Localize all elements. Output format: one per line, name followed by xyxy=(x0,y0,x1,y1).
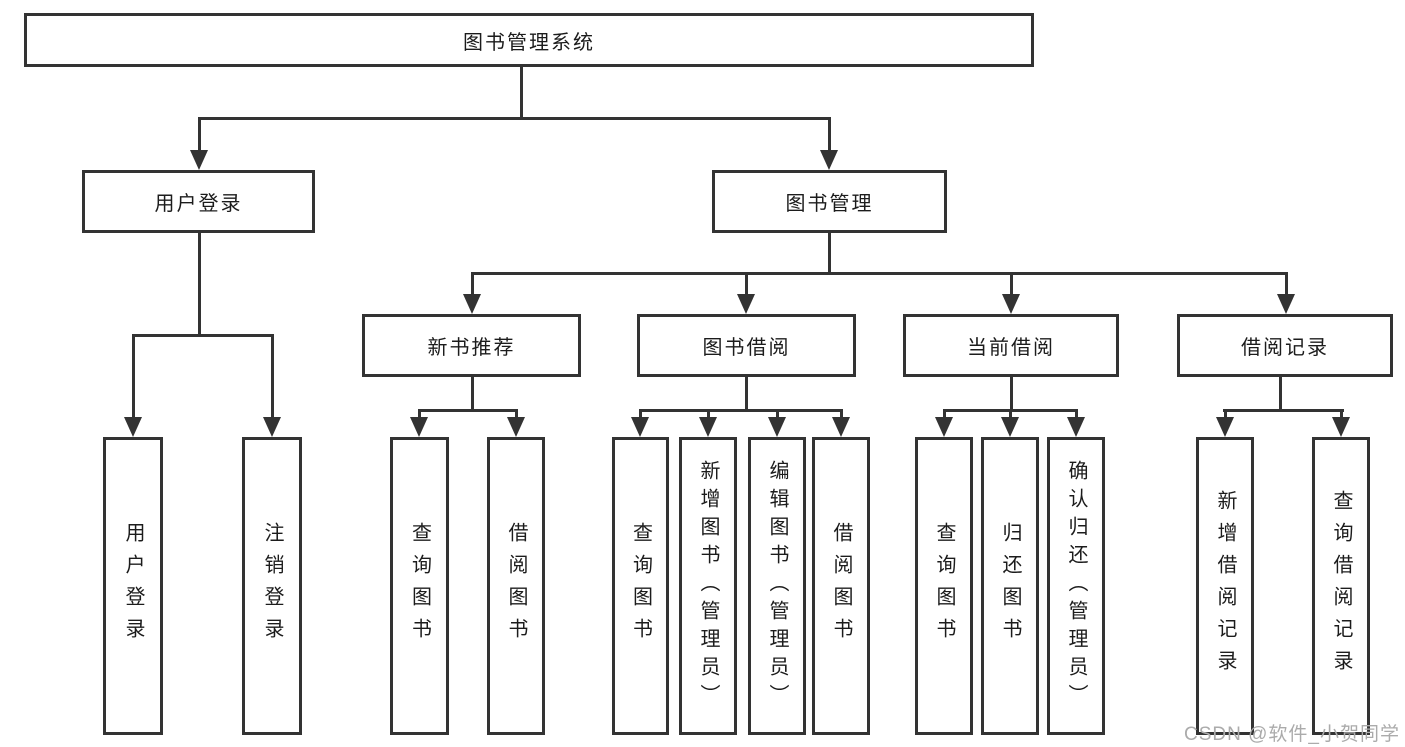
node-label: 用户登录 xyxy=(122,522,144,650)
arrow-down-icon xyxy=(1332,417,1350,437)
arrow-down-icon xyxy=(737,294,755,314)
arrow-down-icon xyxy=(1001,417,1019,437)
connector-line xyxy=(470,273,474,296)
node-label: 新增借阅记录 xyxy=(1214,490,1236,682)
node-leaf-user-login: 用户登录 xyxy=(103,437,163,735)
connector-line xyxy=(197,233,201,337)
node-current-borrow: 当前借阅 xyxy=(903,314,1119,377)
node-leaf-logout: 注销登录 xyxy=(242,437,302,735)
node-label: 归还图书 xyxy=(999,522,1021,650)
arrow-down-icon xyxy=(935,417,953,437)
node-label: 借阅图书 xyxy=(505,522,527,650)
node-label: 注销登录 xyxy=(261,522,283,650)
connector-line xyxy=(1074,410,1078,419)
connector-line xyxy=(744,273,748,296)
connector-line xyxy=(514,410,518,419)
arrow-down-icon xyxy=(1002,294,1020,314)
node-borrow-records: 借阅记录 xyxy=(1177,314,1393,377)
node-label: 新书推荐 xyxy=(427,337,516,359)
connector-line xyxy=(775,410,779,419)
arrow-down-icon xyxy=(263,417,281,437)
node-label: 当前借阅 xyxy=(967,337,1055,359)
node-label: 用户登录 xyxy=(154,193,243,215)
connector-line xyxy=(827,233,831,275)
connector-line xyxy=(197,116,831,120)
node-cb-search-book: 查询图书 xyxy=(915,437,973,735)
arrow-down-icon xyxy=(1216,417,1234,437)
node-label: 确认归还（管理员） xyxy=(1065,460,1087,712)
node-label: 编辑图书（管理员） xyxy=(766,460,788,712)
connector-line xyxy=(1278,377,1282,412)
node-label: 图书管理 xyxy=(785,193,874,215)
connector-line xyxy=(470,271,1288,275)
connector-line xyxy=(1284,273,1288,296)
connector-line xyxy=(638,410,642,419)
connector-line xyxy=(470,377,474,412)
node-label: 查询图书 xyxy=(408,522,431,650)
node-label: 借阅记录 xyxy=(1241,337,1329,359)
arrow-down-icon xyxy=(1277,294,1295,314)
node-book-management: 图书管理 xyxy=(712,170,947,233)
node-new-book-recommend: 新书推荐 xyxy=(362,314,581,377)
arrow-down-icon xyxy=(190,150,208,170)
connector-line xyxy=(706,410,710,419)
node-bb-add-book: 新增图书（管理员） xyxy=(679,437,737,735)
connector-line xyxy=(638,408,843,412)
node-br-search-record: 查询借阅记录 xyxy=(1312,437,1370,735)
connector-line xyxy=(827,118,831,152)
connector-line xyxy=(417,410,421,419)
node-label: 查询借阅记录 xyxy=(1330,490,1352,682)
arrow-down-icon xyxy=(410,417,428,437)
arrow-down-icon xyxy=(768,417,786,437)
node-book-borrow: 图书借阅 xyxy=(637,314,856,377)
node-label: 借阅图书 xyxy=(830,522,852,650)
node-bb-edit-book: 编辑图书（管理员） xyxy=(748,437,806,735)
connector-line xyxy=(1008,410,1012,419)
node-label: 新增图书（管理员） xyxy=(697,460,719,712)
node-label: 查询图书 xyxy=(933,522,955,650)
node-rec-search-book: 查询图书 xyxy=(390,437,449,735)
node-label: 查询图书 xyxy=(629,522,652,650)
connector-line xyxy=(519,67,523,120)
node-cb-confirm-return: 确认归还（管理员） xyxy=(1047,437,1105,735)
node-cb-return-book: 归还图书 xyxy=(981,437,1039,735)
connector-line xyxy=(839,410,843,419)
arrow-down-icon xyxy=(832,417,850,437)
arrow-down-icon xyxy=(820,150,838,170)
arrow-down-icon xyxy=(699,417,717,437)
connector-line xyxy=(1222,408,1344,412)
connector-line xyxy=(1009,377,1013,412)
connector-line xyxy=(1009,273,1013,296)
connector-line xyxy=(417,408,518,412)
arrow-down-icon xyxy=(463,294,481,314)
node-bb-search-book: 查询图书 xyxy=(612,437,669,735)
node-rec-borrow-book: 借阅图书 xyxy=(487,437,545,735)
node-user-login: 用户登录 xyxy=(82,170,315,233)
connector-line xyxy=(744,377,748,412)
node-bb-borrow-book: 借阅图书 xyxy=(812,437,870,735)
node-br-add-record: 新增借阅记录 xyxy=(1196,437,1254,735)
connector-line xyxy=(131,333,274,337)
node-library-system: 图书管理系统 xyxy=(24,13,1034,67)
node-label: 图书管理系统 xyxy=(463,31,595,54)
connector-line xyxy=(197,118,201,152)
connector-line xyxy=(1339,410,1343,419)
node-label: 图书借阅 xyxy=(702,337,791,359)
arrow-down-icon xyxy=(631,417,649,437)
arrow-down-icon xyxy=(1067,417,1085,437)
connector-line xyxy=(270,335,274,419)
connector-line xyxy=(1223,410,1227,419)
csdn-watermark: CSDN @软件_小贺同学 xyxy=(1184,724,1400,745)
connector-line xyxy=(131,335,135,419)
connector-line xyxy=(942,410,946,419)
arrow-down-icon xyxy=(124,417,142,437)
arrow-down-icon xyxy=(507,417,525,437)
